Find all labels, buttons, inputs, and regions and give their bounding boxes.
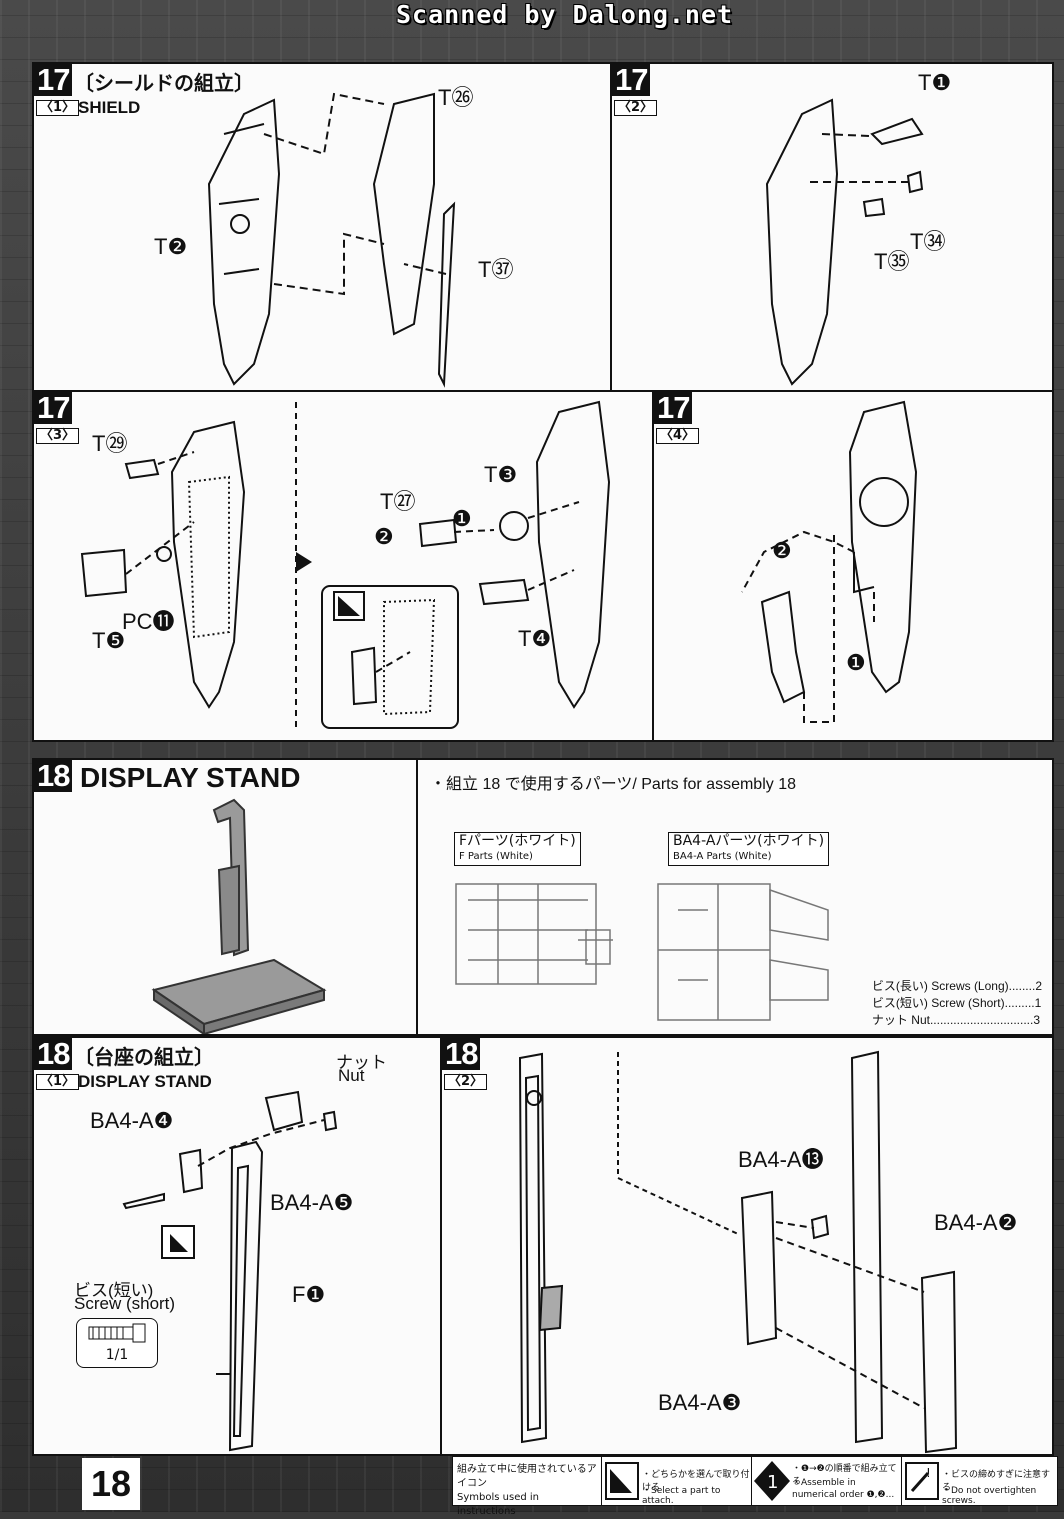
runner-ba-jp: BA4-Aパーツ(ホワイト) <box>673 833 825 849</box>
step17-panel1: 17 〈1〉 〔シールドの組立〕 SHIELD T㉖ T❷ T㊲ <box>32 62 612 392</box>
panel-title-en: DISPLAY STAND <box>78 1072 212 1091</box>
step17-panel3: 17 〈3〉 T㉙ PC⓫ T❺ T㉗ T❸ T❹ ❶ ❷ <box>32 390 654 742</box>
legend-item-screw: ! ・ビスの締めすぎに注意する ・Do not overtighten scre… <box>901 1457 1058 1506</box>
part-label: T㉟ <box>874 249 910 274</box>
numerical-order-icon: 1 <box>754 1461 790 1501</box>
step-number: 18 <box>442 1038 481 1070</box>
part-label: T㉙ <box>92 431 128 456</box>
screw-count: 1/1 <box>105 1347 129 1363</box>
parts-heading: ・組立 18 で使用するパーツ/ Parts for assembly 18 <box>430 776 796 793</box>
panel-title-en: SHIELD <box>78 98 141 117</box>
screw-label-en: Screw (short) <box>74 1294 176 1313</box>
arm-attachment-diagram <box>741 400 918 723</box>
part-label: T❸ <box>484 462 518 487</box>
screw-count-box: 1/1 <box>76 1318 158 1368</box>
panel-title-jp: 〔シールドの組立〕 <box>74 71 254 95</box>
part-label: BA4-A❹ <box>90 1108 174 1133</box>
select-part-icon <box>605 1462 639 1500</box>
substep-label: 〈2〉 <box>614 100 658 116</box>
part-label: PC⓫ <box>122 609 175 634</box>
shield-assembly-diagram <box>207 92 456 388</box>
part-label: T❶ <box>918 70 952 95</box>
part-label: T㉞ <box>910 229 946 254</box>
part-label: T㊲ <box>478 257 514 282</box>
substep-label: 〈3〉 <box>36 428 80 444</box>
hardware-row: ナット Nut...............................3 <box>871 1013 1041 1027</box>
part-label: T㉗ <box>380 489 416 514</box>
nut-label-en: Nut <box>338 1066 365 1085</box>
step-number: 17 <box>654 392 693 424</box>
step-number: 17 <box>612 64 651 96</box>
substep-label: 〈1〉 <box>36 1074 80 1090</box>
stand-column-diagram <box>122 1090 338 1452</box>
step17-panel4: 17 〈4〉 ❷ ❶ <box>652 390 1054 742</box>
panel-title: DISPLAY STAND <box>80 762 301 793</box>
screw-label-jp: ビス(短い) <box>74 1281 154 1300</box>
part-label: BA4-A❸ <box>658 1390 742 1415</box>
part-label: BA4-A❷ <box>934 1210 1018 1235</box>
legend-item-select: ・どちらかを選んで取り付ける ・Select a part to attach. <box>601 1457 752 1506</box>
runner-f-jp: Fパーツ(ホワイト) <box>459 833 576 849</box>
order-marker: ❶ <box>452 506 472 531</box>
shield-inner-diagram <box>80 400 611 732</box>
part-label: T❹ <box>518 626 552 651</box>
legend-item-order: 1 ・❶→❷の順番で組み立てる ・Assemble in numerical o… <box>751 1457 902 1505</box>
step-number: 18 <box>34 1038 73 1070</box>
symbols-legend: 組み立て中に使用されているアイコン Symbols used in instru… <box>452 1456 1058 1517</box>
overtighten-warning-icon: ! <box>905 1462 939 1500</box>
hardware-row: ビス(短い) Screw (Short).........1 <box>871 996 1042 1010</box>
page-number: 18 <box>82 1458 140 1510</box>
runner-ba-en: BA4-A Parts (White) <box>673 851 772 862</box>
part-label: T❷ <box>154 234 188 259</box>
nut-label-jp: ナット <box>336 1053 387 1072</box>
panel-title-jp: 〔台座の組立〕 <box>74 1045 214 1069</box>
step18-panel2: 18 〈2〉 BA4-A⓭ BA4-A❷ BA4-A❸ <box>440 1036 1054 1456</box>
runner-ba-label: BA4-Aパーツ(ホワイト) BA4-A Parts (White) <box>668 832 830 866</box>
part-label: F❶ <box>292 1282 326 1307</box>
svg-text:!: ! <box>926 1466 931 1480</box>
part-label: T㉖ <box>438 85 474 110</box>
runner-f-en: F Parts (White) <box>459 851 533 862</box>
part-label: BA4-A❺ <box>270 1190 354 1215</box>
part-label: T❺ <box>92 628 126 653</box>
screw-icon <box>88 1323 146 1343</box>
hardware-list: ビス(長い) Screws (Long)........2 ビス(短い) Scr… <box>872 978 1042 1029</box>
step18-parts-panel: ・組立 18 で使用するパーツ/ Parts for assembly 18 F… <box>416 758 1054 1036</box>
step18-stand-panel: 18 DISPLAY STAND <box>32 758 418 1036</box>
step18-panel1: 18 〈1〉 〔台座の組立〕 DISPLAY STAND BA4-A❹ BA4-… <box>32 1036 442 1456</box>
substep-label: 〈4〉 <box>656 428 700 444</box>
display-stand-picture <box>151 798 327 1034</box>
order-marker: ❶ <box>846 650 866 675</box>
substep-label: 〈2〉 <box>444 1074 488 1090</box>
step-number: 17 <box>34 392 73 424</box>
shield-parts-diagram <box>765 98 924 386</box>
legend-title: 組み立て中に使用されているアイコン Symbols used in instru… <box>457 1464 597 1517</box>
hardware-row: ビス(長い) Screws (Long)........2 <box>871 979 1042 993</box>
step-number: 17 <box>34 64 73 96</box>
part-label: BA4-A⓭ <box>738 1147 824 1172</box>
step-number: 18 <box>34 760 73 792</box>
substep-label: 〈1〉 <box>36 100 80 116</box>
order-marker: ❷ <box>374 524 394 549</box>
runner-f-label: Fパーツ(ホワイト) F Parts (White) <box>454 832 581 866</box>
scanner-watermark: Scanned by Dalong.net <box>396 0 734 29</box>
order-marker: ❷ <box>772 538 792 563</box>
svg-text:1: 1 <box>767 1472 778 1493</box>
parts-runners <box>455 883 829 1021</box>
stand-assembly-diagram <box>518 1050 958 1454</box>
step17-panel2: 17 〈2〉 T❶ T㉞ T㉟ <box>610 62 1054 392</box>
